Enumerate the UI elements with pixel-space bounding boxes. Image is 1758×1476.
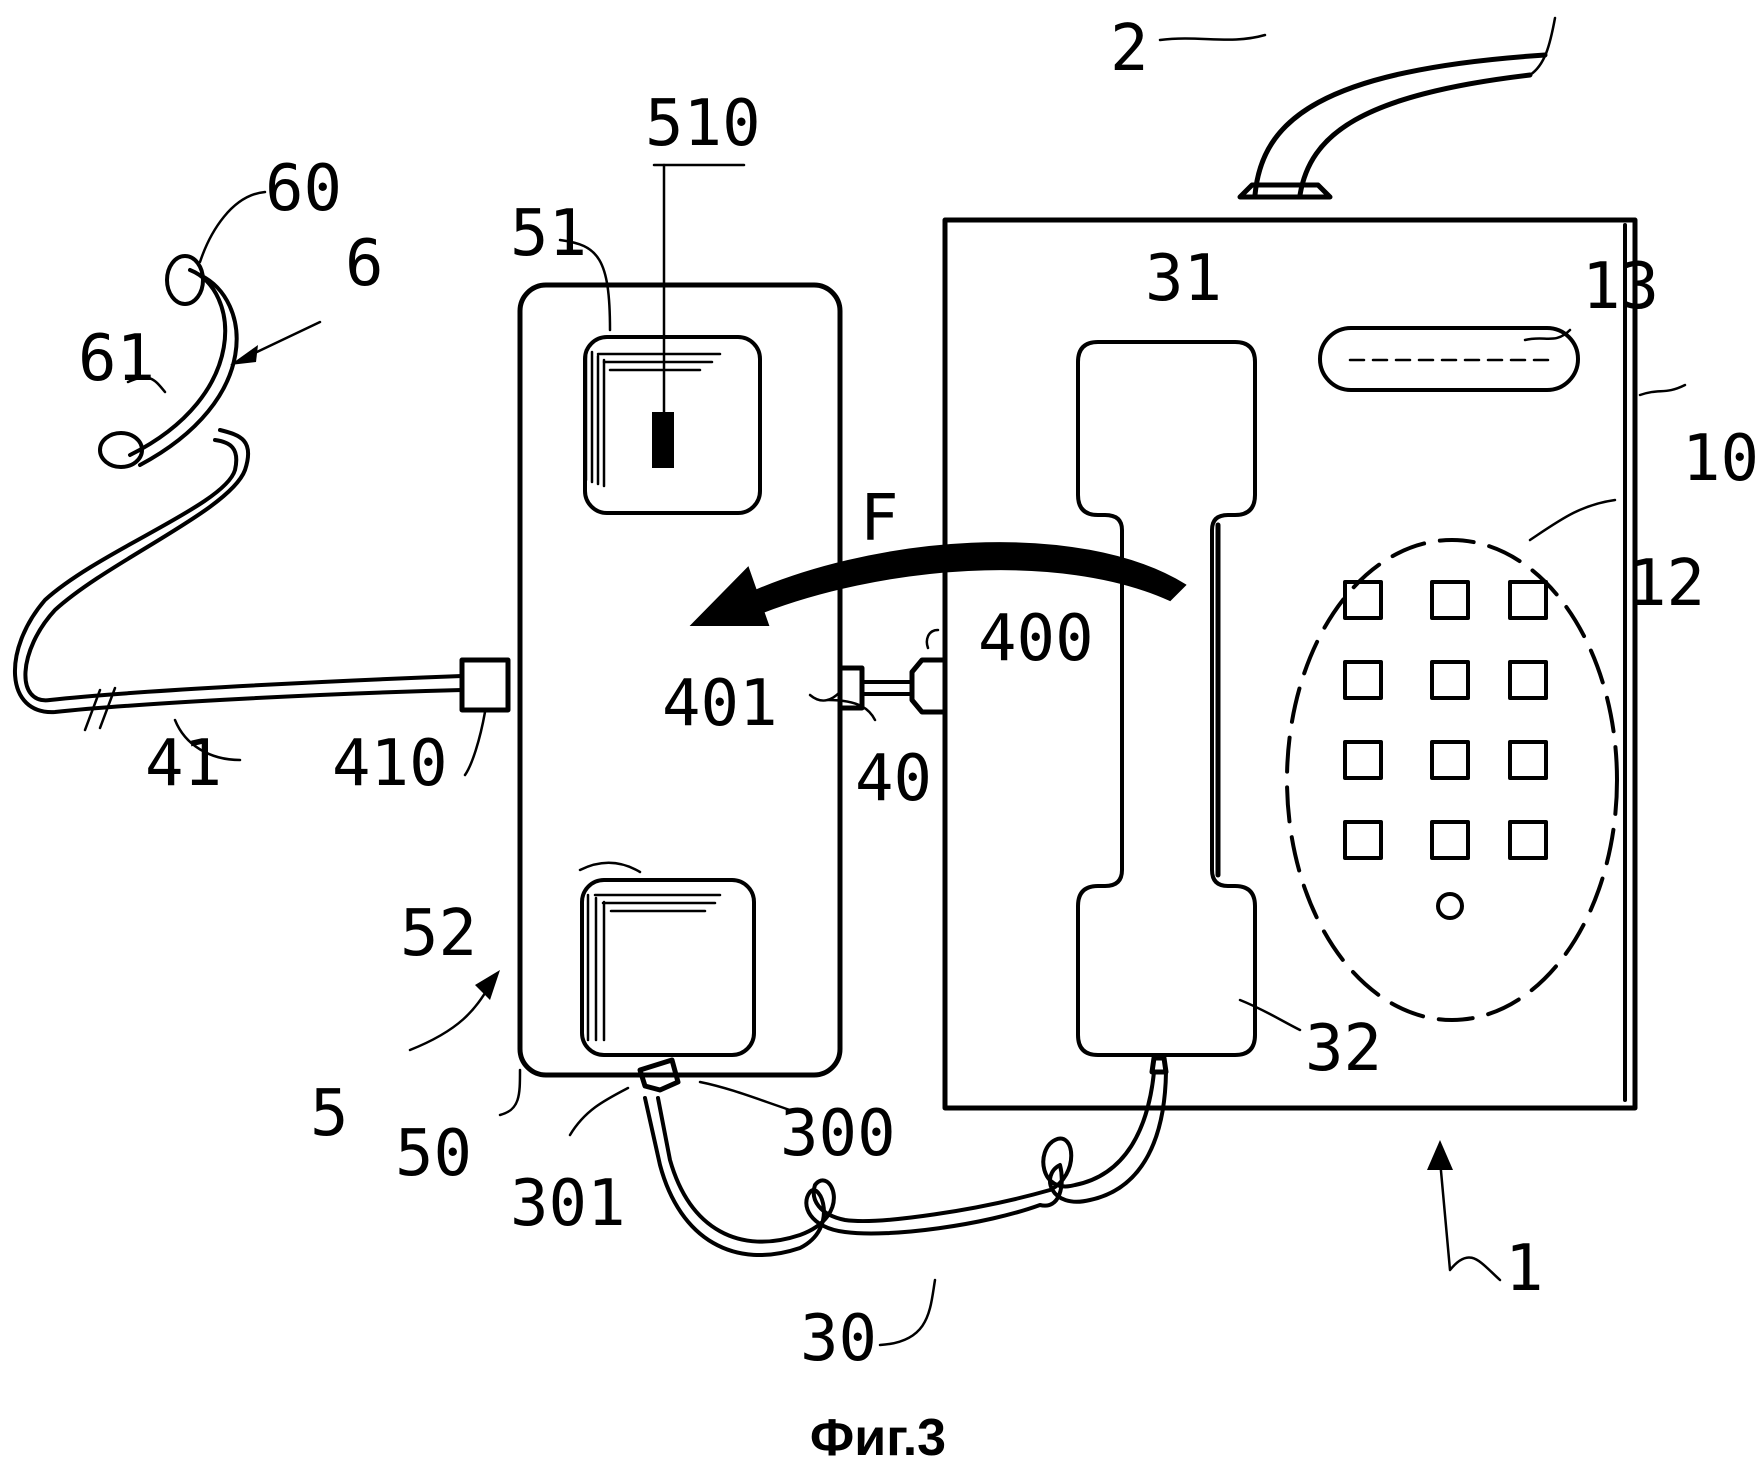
label-510: 510 xyxy=(645,87,761,161)
recess-51 xyxy=(583,163,762,515)
label-1: 1 xyxy=(1505,1232,1544,1306)
label-300: 300 xyxy=(780,1097,896,1171)
label-10: 10 xyxy=(1682,422,1758,496)
label-60: 60 xyxy=(265,152,342,226)
label-12: 12 xyxy=(1628,547,1705,621)
label-32: 32 xyxy=(1305,1012,1382,1086)
label-400: 400 xyxy=(978,602,1094,676)
figure-caption: Фиг.3 xyxy=(810,1409,946,1467)
label-30: 30 xyxy=(800,1302,877,1376)
label-6: 6 xyxy=(345,227,384,301)
label-40: 40 xyxy=(855,742,932,816)
label-50: 50 xyxy=(395,1117,472,1191)
label-51: 51 xyxy=(510,197,587,271)
cable-2 xyxy=(1237,16,1557,200)
adapter-body xyxy=(517,282,843,1078)
keypad-12 xyxy=(1285,538,1619,1022)
leader-lines xyxy=(126,33,1687,1347)
label-61: 61 xyxy=(78,322,155,396)
telephone-body xyxy=(942,217,1638,1111)
arrow-F xyxy=(689,542,1187,626)
label-41: 41 xyxy=(145,727,222,801)
connector-40 xyxy=(837,628,948,715)
handset xyxy=(1076,340,1257,1057)
headset-6 xyxy=(98,254,239,469)
label-31: 31 xyxy=(1145,242,1222,316)
label-52: 52 xyxy=(400,897,477,971)
label-2: 2 xyxy=(1110,12,1149,86)
label-401: 401 xyxy=(662,667,778,741)
display-13 xyxy=(1318,326,1580,392)
label-5: 5 xyxy=(310,1077,349,1151)
label-F: F xyxy=(860,482,899,556)
label-410: 410 xyxy=(332,727,448,801)
cord-30 xyxy=(643,1055,1169,1258)
label-301: 301 xyxy=(510,1167,626,1241)
recess-52 xyxy=(580,878,756,1093)
cable-41 xyxy=(13,428,511,732)
label-13: 13 xyxy=(1582,250,1659,324)
